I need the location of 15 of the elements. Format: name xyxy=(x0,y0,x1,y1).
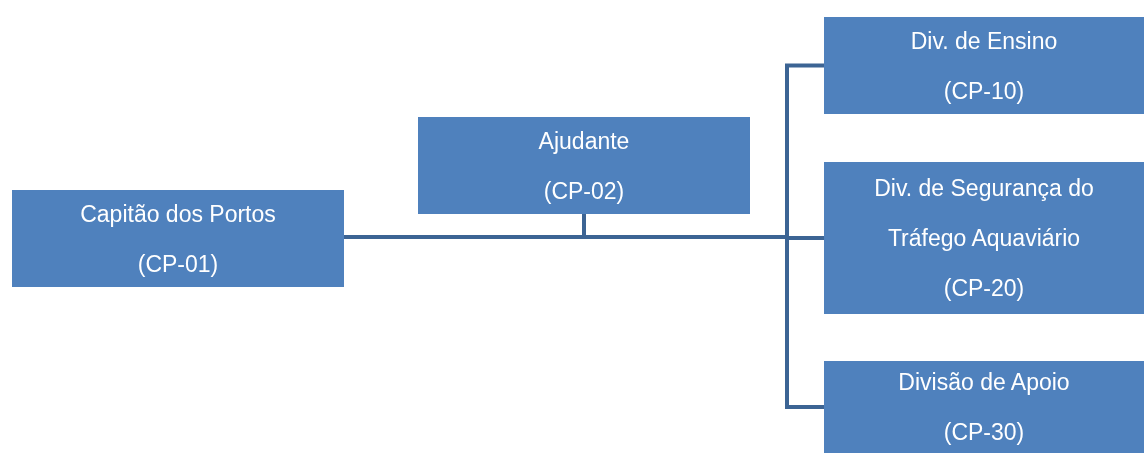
unit-code: (CP-20) xyxy=(943,274,1025,303)
unit-name: Div. de Segurança do Tráfego Aquaviário xyxy=(873,174,1095,253)
org-box xyxy=(824,17,1144,114)
org-box xyxy=(824,361,1144,453)
unit-code: (CP-10) xyxy=(943,76,1025,106)
unit-name: Divisão de Apoio xyxy=(898,368,1070,397)
unit-name: Capitão dos Portos xyxy=(80,199,276,229)
unit-name: Ajudante xyxy=(538,126,630,156)
org-box xyxy=(824,162,1144,314)
unit-code: (CP-30) xyxy=(943,418,1025,447)
unit-name: Div. de Ensino xyxy=(910,26,1058,56)
org-box xyxy=(418,117,750,214)
unit-code: (CP-01) xyxy=(137,249,219,279)
org-box xyxy=(12,190,344,287)
unit-code: (CP-02) xyxy=(543,176,625,206)
